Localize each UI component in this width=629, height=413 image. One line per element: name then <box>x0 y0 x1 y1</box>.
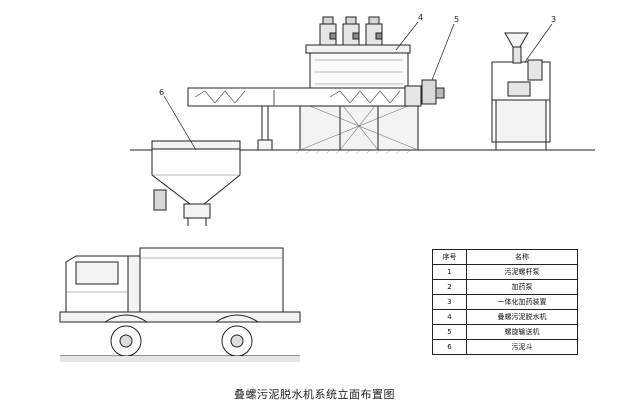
truck <box>59 247 301 357</box>
support-frame <box>299 101 419 151</box>
table-row: 5 螺旋输送机 <box>432 324 578 340</box>
row-name: 污泥螺杆泵 <box>466 264 578 280</box>
callout-6: 6 <box>159 88 164 97</box>
table-row: 2 加药泵 <box>432 279 578 295</box>
callout-labels: 4 5 3 6 <box>159 13 556 97</box>
table-row: 3 一体化加药装置 <box>432 294 578 310</box>
row-no: 3 <box>432 294 467 310</box>
row-no: 2 <box>432 279 467 295</box>
row-name: 叠螺污泥脱水机 <box>466 309 578 325</box>
header-no: 序号 <box>432 249 467 265</box>
lower-ground-line <box>60 355 300 362</box>
table-header-row: 序号 名称 <box>432 249 578 265</box>
callout-leaders <box>163 21 553 151</box>
equipment-table: 序号 名称 1 污泥螺杆泵 2 加药泵 3 一体化加药装置 4 叠螺污泥脱水机 … <box>432 249 578 355</box>
row-name: 加药泵 <box>466 279 578 295</box>
table-row: 1 污泥螺杆泵 <box>432 264 578 280</box>
callout-3: 3 <box>551 15 556 24</box>
screw-conveyor <box>187 79 445 107</box>
row-no: 1 <box>432 264 467 280</box>
table-row: 4 叠螺污泥脱水机 <box>432 309 578 325</box>
row-name: 螺旋输送机 <box>466 324 578 340</box>
row-no: 4 <box>432 309 467 325</box>
dosing-unit <box>491 32 551 150</box>
header-name: 名称 <box>466 249 578 265</box>
row-name: 一体化加药装置 <box>466 294 578 310</box>
sludge-hopper <box>151 140 241 226</box>
row-no: 5 <box>432 324 467 340</box>
figure-caption: 叠螺污泥脱水机系统立面布置图 <box>234 388 395 401</box>
callout-5: 5 <box>454 15 459 24</box>
row-no: 6 <box>432 339 467 355</box>
callout-4: 4 <box>418 13 423 22</box>
row-name: 污泥斗 <box>466 339 578 355</box>
table-row: 6 污泥斗 <box>432 339 578 355</box>
conveyor-supports <box>257 90 275 151</box>
